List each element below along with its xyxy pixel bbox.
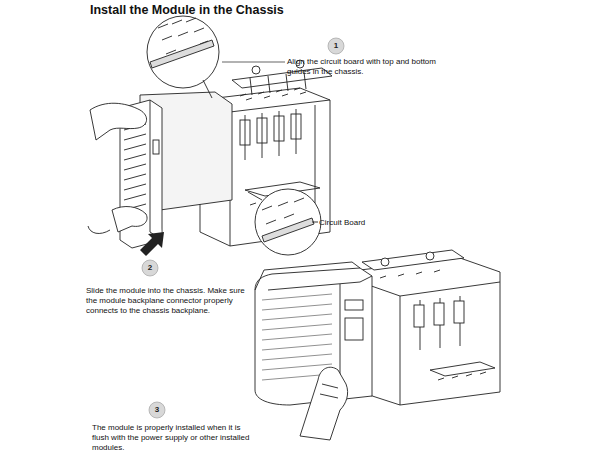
right-chassis-part (381, 258, 389, 266)
right-chassis-part (434, 303, 444, 325)
zoom-callouts-part (255, 189, 321, 255)
leader-line (222, 62, 285, 63)
zoom-callouts-part (150, 40, 214, 68)
zoom-callouts-part (262, 198, 304, 224)
zoom-callouts-part (262, 218, 314, 242)
right-hand-part (300, 367, 348, 440)
installed-module-part (345, 318, 363, 340)
right-chassis-part (430, 362, 495, 376)
callout-circles-part (142, 260, 158, 276)
callout-circles-part (328, 38, 344, 54)
zoom-callouts-part (147, 16, 219, 88)
right-chassis-part (400, 296, 401, 405)
right-chassis-part (362, 250, 464, 270)
installed-module-part (255, 268, 372, 405)
right-chassis-part (360, 258, 500, 405)
right-chassis-part (454, 301, 464, 323)
page-title: Install the Module in the Chassis (90, 3, 284, 17)
left-chassis-part (252, 66, 260, 74)
left-chassis-part (274, 116, 284, 141)
left-chassis-part (240, 88, 306, 100)
step-instruction: Align the circuit board with top and bot… (287, 57, 455, 77)
module-part (124, 124, 146, 220)
right-hand-part (320, 384, 338, 398)
hands (88, 103, 147, 233)
installed-module-part (255, 262, 360, 290)
zoom-callouts (147, 16, 321, 255)
installed-module-part (345, 300, 363, 310)
right-chassis (360, 250, 500, 405)
left-chassis-part (257, 118, 267, 143)
right-hand (300, 367, 348, 440)
right-chassis-part (438, 372, 486, 380)
right-chassis-part (426, 252, 434, 260)
callout-circles-part (149, 402, 165, 418)
part-label: Circuit Board (319, 218, 399, 228)
step-instruction: Slide the module into the chassis. Make … (86, 286, 248, 316)
installed-module (255, 262, 372, 405)
right-chassis-part (380, 270, 440, 278)
zoom-callouts-part (248, 192, 262, 200)
left-chassis-part (291, 114, 301, 139)
direction-arrows-part (140, 232, 164, 256)
callout-number: 2 (143, 261, 157, 275)
callout-number: 1 (329, 39, 343, 53)
right-chassis-part (414, 305, 424, 327)
step-instruction: The module is properly installed when it… (92, 423, 254, 453)
installed-module-part (268, 276, 372, 290)
right-chassis-part (360, 282, 500, 296)
left-chassis-part (245, 109, 296, 160)
leader-line-part (222, 62, 285, 63)
zoom-callouts-part (312, 222, 318, 223)
installed-module-part (262, 294, 332, 380)
zoom-callouts-part (203, 80, 212, 98)
callout-number: 3 (150, 403, 164, 417)
left-chassis-part (240, 120, 250, 145)
module-part (150, 100, 162, 240)
module-part (153, 140, 159, 154)
hands-part (90, 103, 147, 140)
hands-part (88, 226, 110, 233)
hands-part (112, 207, 147, 232)
